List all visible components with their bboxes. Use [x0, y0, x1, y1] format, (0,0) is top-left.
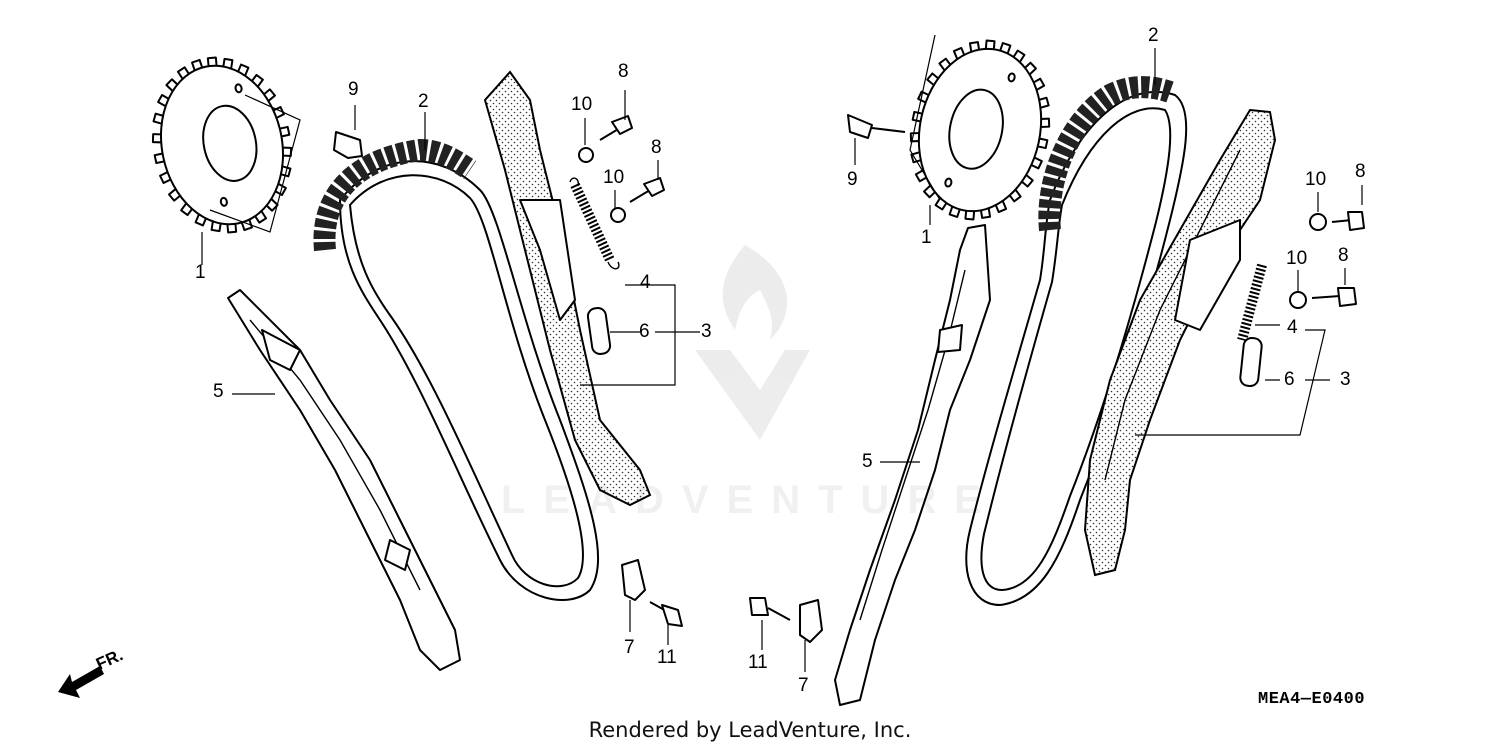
- part-label-9-left: 9: [348, 79, 359, 100]
- part-label-3-right: 3: [1340, 369, 1351, 390]
- part-label-8-c: 8: [1355, 161, 1366, 182]
- part-label-11-left: 11: [657, 647, 677, 668]
- watermark-logo: [695, 245, 810, 440]
- part-label-5-left: 5: [213, 381, 224, 402]
- cam-chain-right: [965, 76, 1188, 607]
- tensioner-spring-right: [1237, 263, 1267, 342]
- part-label-10-b: 10: [603, 167, 625, 188]
- tensioner-arm-left: [483, 70, 652, 507]
- tensioner-spring-left: [569, 177, 620, 270]
- part-label-11-right: 11: [748, 652, 768, 673]
- watermark-text: LEADVENTURE: [500, 478, 1000, 522]
- bolt-washer-set-right: [1289, 211, 1365, 309]
- clip-bolt-right: [749, 597, 823, 643]
- rendered-by-footer: Rendered by LeadVenture, Inc.: [588, 718, 912, 742]
- part-label-2-right: 2: [1148, 25, 1159, 46]
- part-label-4-left: 4: [640, 272, 651, 293]
- part-label-8-b: 8: [651, 137, 662, 158]
- tensioner-arm-right: [1083, 108, 1277, 577]
- part-label-10-d: 10: [1286, 248, 1308, 269]
- chain-guide-left: [227, 289, 461, 671]
- leader-lines: [201, 34, 1363, 672]
- diagram-code: MEA4—E0400: [1258, 690, 1366, 709]
- flange-bolt-right: [847, 114, 906, 139]
- part-label-7-left: 7: [624, 637, 635, 658]
- part-label-6-right: 6: [1284, 369, 1295, 390]
- part-label-2-left: 2: [418, 91, 429, 112]
- part-label-9-right: 9: [847, 169, 858, 190]
- part-label-5-right: 5: [862, 451, 873, 472]
- collar-pin-left: [586, 307, 612, 355]
- part-label-10-c: 10: [1305, 169, 1327, 190]
- cam-sprocket-right: [909, 39, 1051, 221]
- collar-pin-right: [1239, 336, 1263, 388]
- part-label-4-right: 4: [1287, 317, 1298, 338]
- cam-sprocket-left: [151, 56, 293, 234]
- clip-bolt-left: [621, 559, 683, 627]
- front-direction-arrow-icon: [58, 666, 104, 698]
- part-label-8-a: 8: [618, 61, 629, 82]
- part-label-7-right: 7: [798, 675, 809, 696]
- part-label-1-right: 1: [921, 227, 932, 248]
- part-label-1-left: 1: [195, 262, 206, 283]
- flange-bolt-left: [295, 123, 363, 159]
- chain-guide-right: [834, 224, 991, 706]
- part-label-6-left: 6: [639, 321, 650, 342]
- cam-chain-left: [313, 138, 600, 601]
- part-label-10-a: 10: [571, 94, 593, 115]
- part-label-8-d: 8: [1338, 245, 1349, 266]
- part-label-3-left: 3: [701, 321, 712, 342]
- bolt-washer-set-left: [578, 115, 665, 223]
